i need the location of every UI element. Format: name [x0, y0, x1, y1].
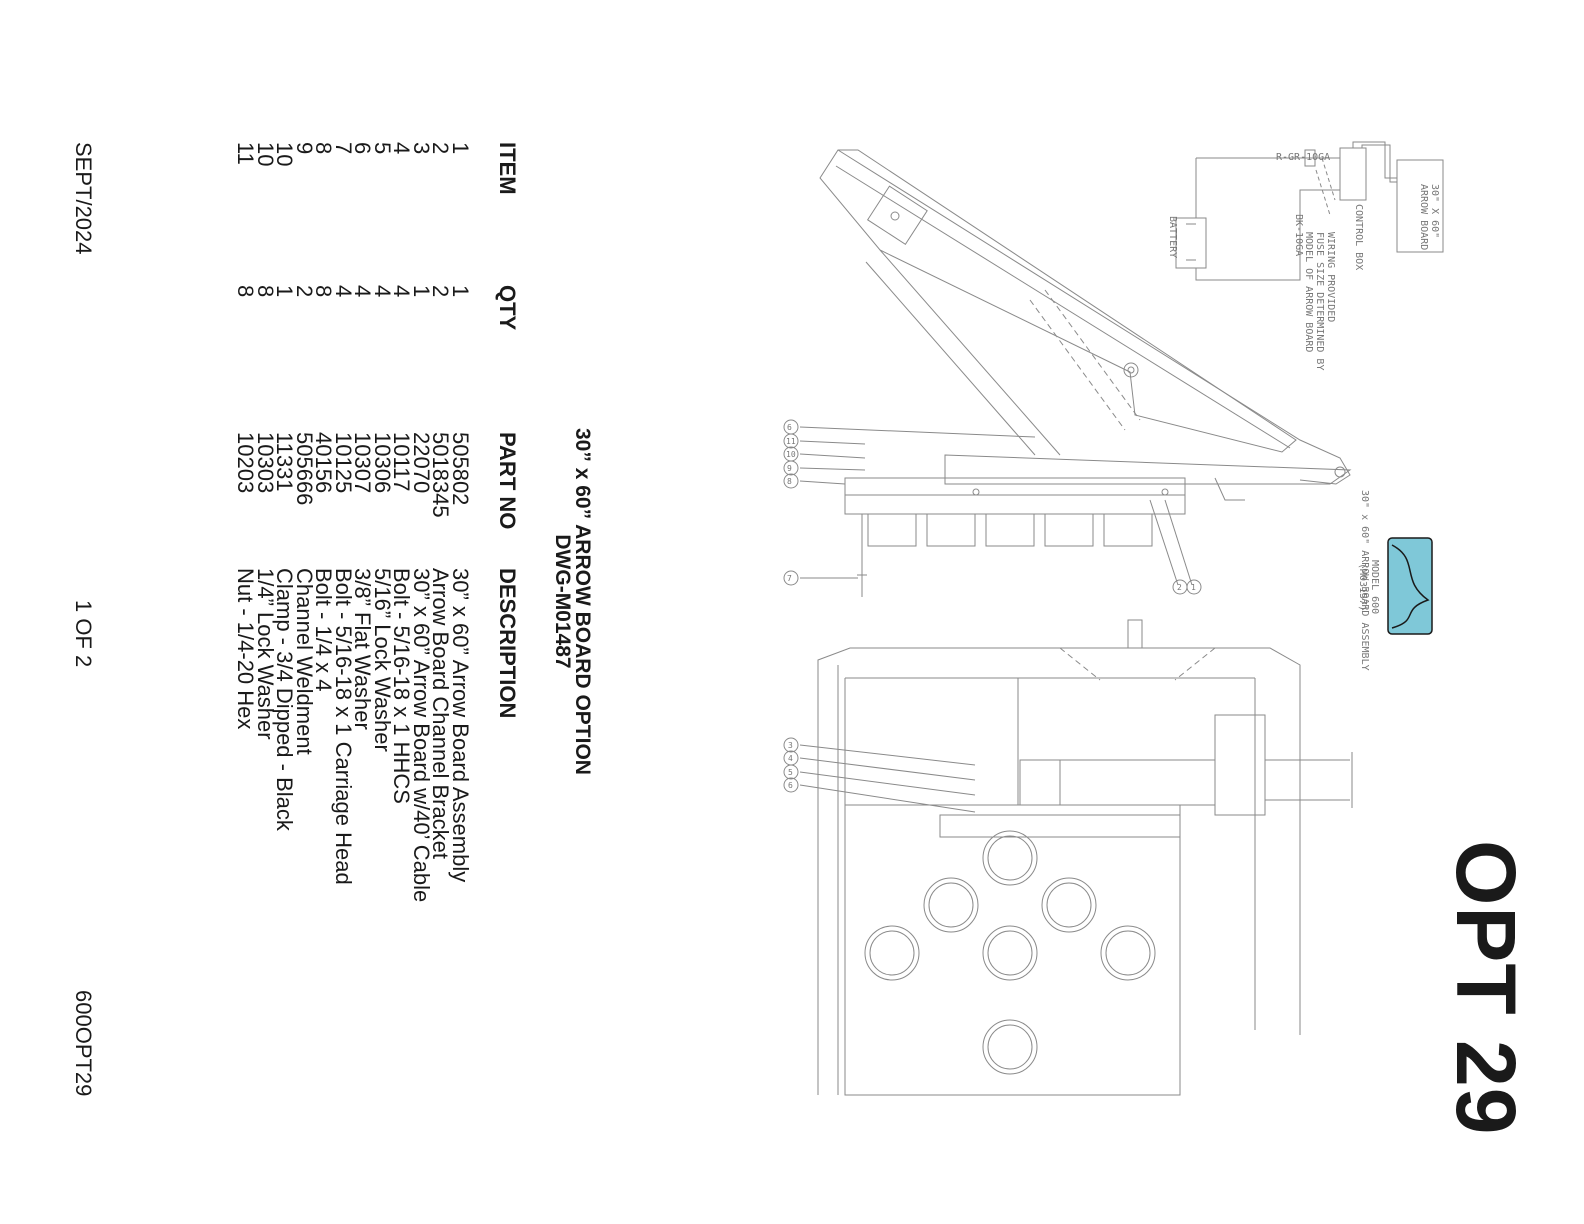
table-qty-cell: 4 [331, 285, 356, 298]
header-part-no: PART NO [495, 432, 520, 530]
header-item: ITEM [495, 142, 520, 195]
lamp-row [867, 513, 1153, 547]
table-part-no-cell: 10303 [253, 432, 278, 494]
footer-document-id: 600OPT29 [71, 990, 96, 1097]
footer-page-number: 1 OF 2 [71, 600, 96, 668]
table-qty-cell: 8 [233, 285, 259, 298]
battery-label: BATTERY [1167, 216, 1178, 259]
control-box-label: CONTROL BOX [1353, 204, 1364, 271]
table-part-no-cell: 10306 [370, 432, 395, 494]
table-part-no-cell: 10125 [331, 432, 356, 494]
header-qty: QTY [495, 285, 520, 331]
table-description-cell: 30” x 60” Arrow Board w/40’ Cable [409, 568, 434, 903]
table-description-cell: 5/16” Lock Washer [370, 568, 395, 752]
table-description-cell: Channel Weldment [292, 568, 317, 755]
table-part-no-cell: 10203 [233, 432, 259, 494]
top-view-drawing [799, 619, 1353, 1096]
table-item-cell: 7 [331, 142, 356, 155]
header-description: DESCRIPTION [495, 568, 520, 719]
title-line-1: 30” x 60” ARROW BOARD OPTION [571, 428, 594, 775]
option-label: OPT 29 [1439, 840, 1533, 1136]
footer-date: SEPT/2024 [71, 142, 96, 255]
wiring-note: WIRING PROVIDED FUSE SIZE DETERMINED BY … [1303, 232, 1336, 371]
title-line-2: DWG-M01487 [551, 534, 574, 669]
table-item-cell: 10 [253, 142, 278, 167]
table-description-cell: 1/4” Lock Washer [253, 568, 278, 740]
document-title: 30” x 60” ARROW BOARD OPTION DWG-M01487 [551, 428, 594, 775]
table-item-cell: 1 [448, 142, 473, 155]
table-qty-cell: 4 [370, 285, 395, 298]
table-item-cell: 9 [292, 142, 317, 155]
callout-bubbles [783, 419, 1202, 793]
company-logo [1387, 537, 1433, 635]
lamp-circles [864, 830, 1156, 1075]
table-qty-cell: 2 [292, 285, 317, 298]
table-qty-cell: 1 [409, 285, 434, 298]
assembly-label: 30" x 60" ARROW BOARD ASSEMBLY [1359, 490, 1370, 671]
table-description-cell: Bolt - 5/16-18 x 1 Carriage Head [331, 568, 356, 885]
black-wire-label: BK-10GA [1293, 214, 1304, 257]
table-qty-cell: 1 [448, 285, 473, 298]
table-item-cell: 11 [233, 142, 259, 165]
arrow-board-label: 30" X 60" ARROW BOARD [1418, 184, 1440, 251]
table-part-no-cell: 505802 [448, 432, 473, 506]
table-item-cell: 3 [409, 142, 434, 155]
table-part-no-cell: 505666 [292, 432, 317, 506]
table-qty-cell: 8 [253, 285, 278, 298]
wiring-schematic [1175, 141, 1444, 281]
red-wire-label: R-GR-10GA [1276, 152, 1331, 163]
table-description-cell: 30” x 60” Arrow Board Assembly [448, 568, 473, 883]
side-view-drawing [799, 149, 1352, 597]
table-item-cell: 5 [370, 142, 395, 155]
